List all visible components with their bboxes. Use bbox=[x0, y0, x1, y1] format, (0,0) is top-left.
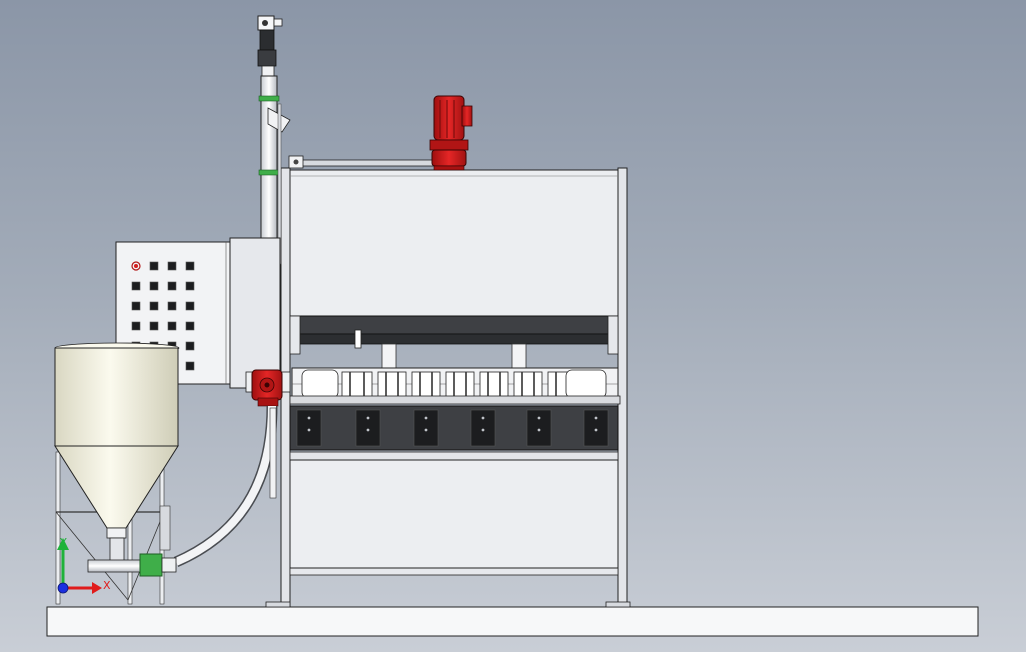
drive-motor bbox=[288, 95, 473, 171]
vertical-conveyor bbox=[257, 15, 291, 267]
panel-button bbox=[185, 261, 195, 271]
coordinate-triad: Y X bbox=[57, 536, 111, 594]
lower-dark-band bbox=[289, 405, 619, 451]
panel-button bbox=[149, 321, 159, 331]
panel-button bbox=[185, 341, 195, 351]
panel-button bbox=[167, 281, 177, 291]
panel-button bbox=[185, 361, 195, 371]
panel-button bbox=[131, 281, 141, 291]
panel-button bbox=[131, 301, 141, 311]
panel-button bbox=[185, 301, 195, 311]
gear-pump bbox=[245, 369, 291, 407]
panel-button bbox=[149, 301, 159, 311]
transfer-hose bbox=[173, 405, 278, 568]
base-plate bbox=[46, 606, 979, 637]
panel-button bbox=[185, 281, 195, 291]
roller-conveyor bbox=[289, 343, 621, 405]
triad-y-label: Y bbox=[59, 536, 67, 549]
triad-x-label: X bbox=[103, 579, 111, 592]
panel-button bbox=[149, 261, 159, 271]
roller-units bbox=[301, 369, 607, 399]
lower-hood bbox=[289, 451, 619, 569]
panel-button bbox=[131, 321, 141, 331]
panel-button bbox=[167, 261, 177, 271]
warning-light-icon bbox=[131, 261, 141, 271]
panel-button bbox=[167, 321, 177, 331]
feed-tank bbox=[54, 342, 180, 605]
panel-button bbox=[185, 321, 195, 331]
panel-button bbox=[167, 301, 177, 311]
panel-button bbox=[149, 281, 159, 291]
upper-hood bbox=[289, 169, 619, 355]
